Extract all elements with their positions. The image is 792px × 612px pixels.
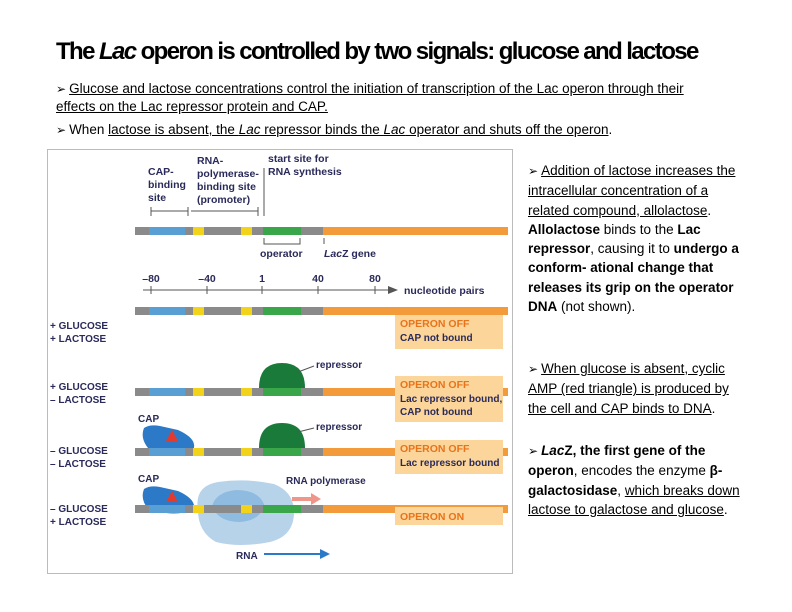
arrow-bullet-icon: ➢	[528, 444, 538, 458]
repressor-pointer	[298, 428, 314, 432]
repressor-label: repressor	[316, 422, 362, 433]
nucleotide-pairs-label: nucleotide pairs	[404, 285, 485, 297]
condition-1-status-detail: CAP not bound	[400, 333, 473, 344]
condition-2-lactose: – LACTOSE	[50, 395, 106, 406]
promoter-box-2	[241, 448, 252, 456]
rna-pol-site-label-1: RNA-	[197, 155, 224, 167]
repressor-pointer	[298, 366, 314, 372]
cap-label: CAP	[138, 474, 159, 485]
lacz-label: LacZ gene	[324, 248, 376, 260]
condition-3-status-detail: Lac repressor bound	[400, 458, 499, 469]
cap-binding-site	[149, 448, 185, 456]
scale-tick-label: 80	[369, 273, 381, 285]
allolactose-paragraph: ➢Addition of lactose increases the intra…	[528, 161, 748, 316]
bullet-lactose-absent: ➢When lactose is absent, the Lac repress…	[56, 121, 746, 139]
operator-site	[263, 227, 301, 235]
start-site-label-1: start site for	[268, 153, 329, 165]
rna-pol-site-label-4: (promoter)	[197, 194, 250, 206]
lacz-gene	[323, 307, 508, 315]
condition-1-dna	[135, 307, 508, 315]
cap-binding-site	[149, 307, 185, 315]
slide-title: The Lac operon is controlled by two sign…	[56, 38, 756, 66]
condition-3-status: OPERON OFF	[400, 443, 470, 455]
condition-4-status: OPERON ON	[400, 511, 464, 523]
cap-site-label-2: binding	[148, 179, 186, 191]
reference-dna	[135, 227, 508, 235]
promoter-box-2	[241, 505, 252, 513]
condition-2-status-detail-1: Lac repressor bound,	[400, 394, 502, 405]
transcription-arrow-head-icon	[311, 493, 321, 505]
operator-site	[263, 307, 301, 315]
promoter-box-1	[193, 307, 204, 315]
cap-site-label-3: site	[148, 192, 166, 204]
rna-label: RNA	[236, 551, 258, 562]
promoter-box-1	[193, 227, 204, 235]
rna-arrow-head-icon	[320, 549, 330, 559]
arrow-bullet-icon: ➢	[528, 164, 538, 178]
promoter-box-2	[241, 388, 252, 396]
scale-tick-label: –80	[142, 273, 160, 285]
repressor-protein	[259, 363, 305, 388]
cap-site-label-1: CAP-	[148, 166, 174, 178]
operator-bracket	[264, 238, 300, 244]
cap-binding-site	[149, 227, 185, 235]
repressor-protein	[259, 423, 305, 448]
bullet-glucose-lactose: ➢Glucose and lactose concentrations cont…	[56, 80, 726, 115]
scale-tick-label: –40	[198, 273, 216, 285]
scale-arrow-icon	[388, 286, 398, 294]
arrow-bullet-icon: ➢	[56, 123, 66, 137]
cap-binding-site	[149, 388, 185, 396]
cap-label: CAP	[138, 414, 159, 425]
promoter-box-1	[193, 448, 204, 456]
condition-3-glucose: – GLUCOSE	[50, 446, 108, 457]
lac-operon-diagram: CAP- binding site RNA- polymerase- bindi…	[48, 150, 512, 573]
condition-2-glucose: + GLUCOSE	[50, 382, 108, 393]
condition-3-lactose: – LACTOSE	[50, 459, 106, 470]
promoter-box-1	[193, 388, 204, 396]
condition-4-glucose: – GLUCOSE	[50, 504, 108, 515]
rna-pol-site-label-3: binding site	[197, 181, 256, 193]
repressor-label: repressor	[316, 360, 362, 371]
condition-2-status-detail-2: CAP not bound	[400, 407, 473, 418]
operator-site	[263, 388, 301, 396]
lacz-gene	[323, 227, 508, 235]
lacz-paragraph: ➢LacZ, the first gene of the operon, enc…	[528, 441, 748, 519]
condition-2-status: OPERON OFF	[400, 379, 470, 391]
rna-pol-site-label-2: polymerase-	[197, 168, 259, 180]
rna-polymerase-label: RNA polymerase	[286, 476, 366, 487]
promoter-box-1	[193, 505, 204, 513]
promoter-box-2	[241, 307, 252, 315]
operator-site	[263, 505, 301, 513]
condition-1-status: OPERON OFF	[400, 318, 470, 330]
cap-binding-site	[149, 505, 185, 513]
condition-1-glucose: + GLUCOSE	[50, 321, 108, 332]
condition-4-lactose: + LACTOSE	[50, 517, 107, 528]
condition-1-lactose: + LACTOSE	[50, 334, 107, 345]
operator-site	[263, 448, 301, 456]
scale-tick-label: 40	[312, 273, 324, 285]
scale-tick-label: 1	[259, 273, 265, 285]
start-site-label-2: RNA synthesis	[268, 166, 342, 178]
arrow-bullet-icon: ➢	[56, 82, 66, 96]
lac-operon-figure: CAP- binding site RNA- polymerase- bindi…	[47, 149, 513, 574]
glucose-absent-paragraph: ➢When glucose is absent, cyclic AMP (red…	[528, 359, 748, 418]
promoter-box-2	[241, 227, 252, 235]
operator-label: operator	[260, 248, 303, 260]
arrow-bullet-icon: ➢	[528, 362, 538, 376]
